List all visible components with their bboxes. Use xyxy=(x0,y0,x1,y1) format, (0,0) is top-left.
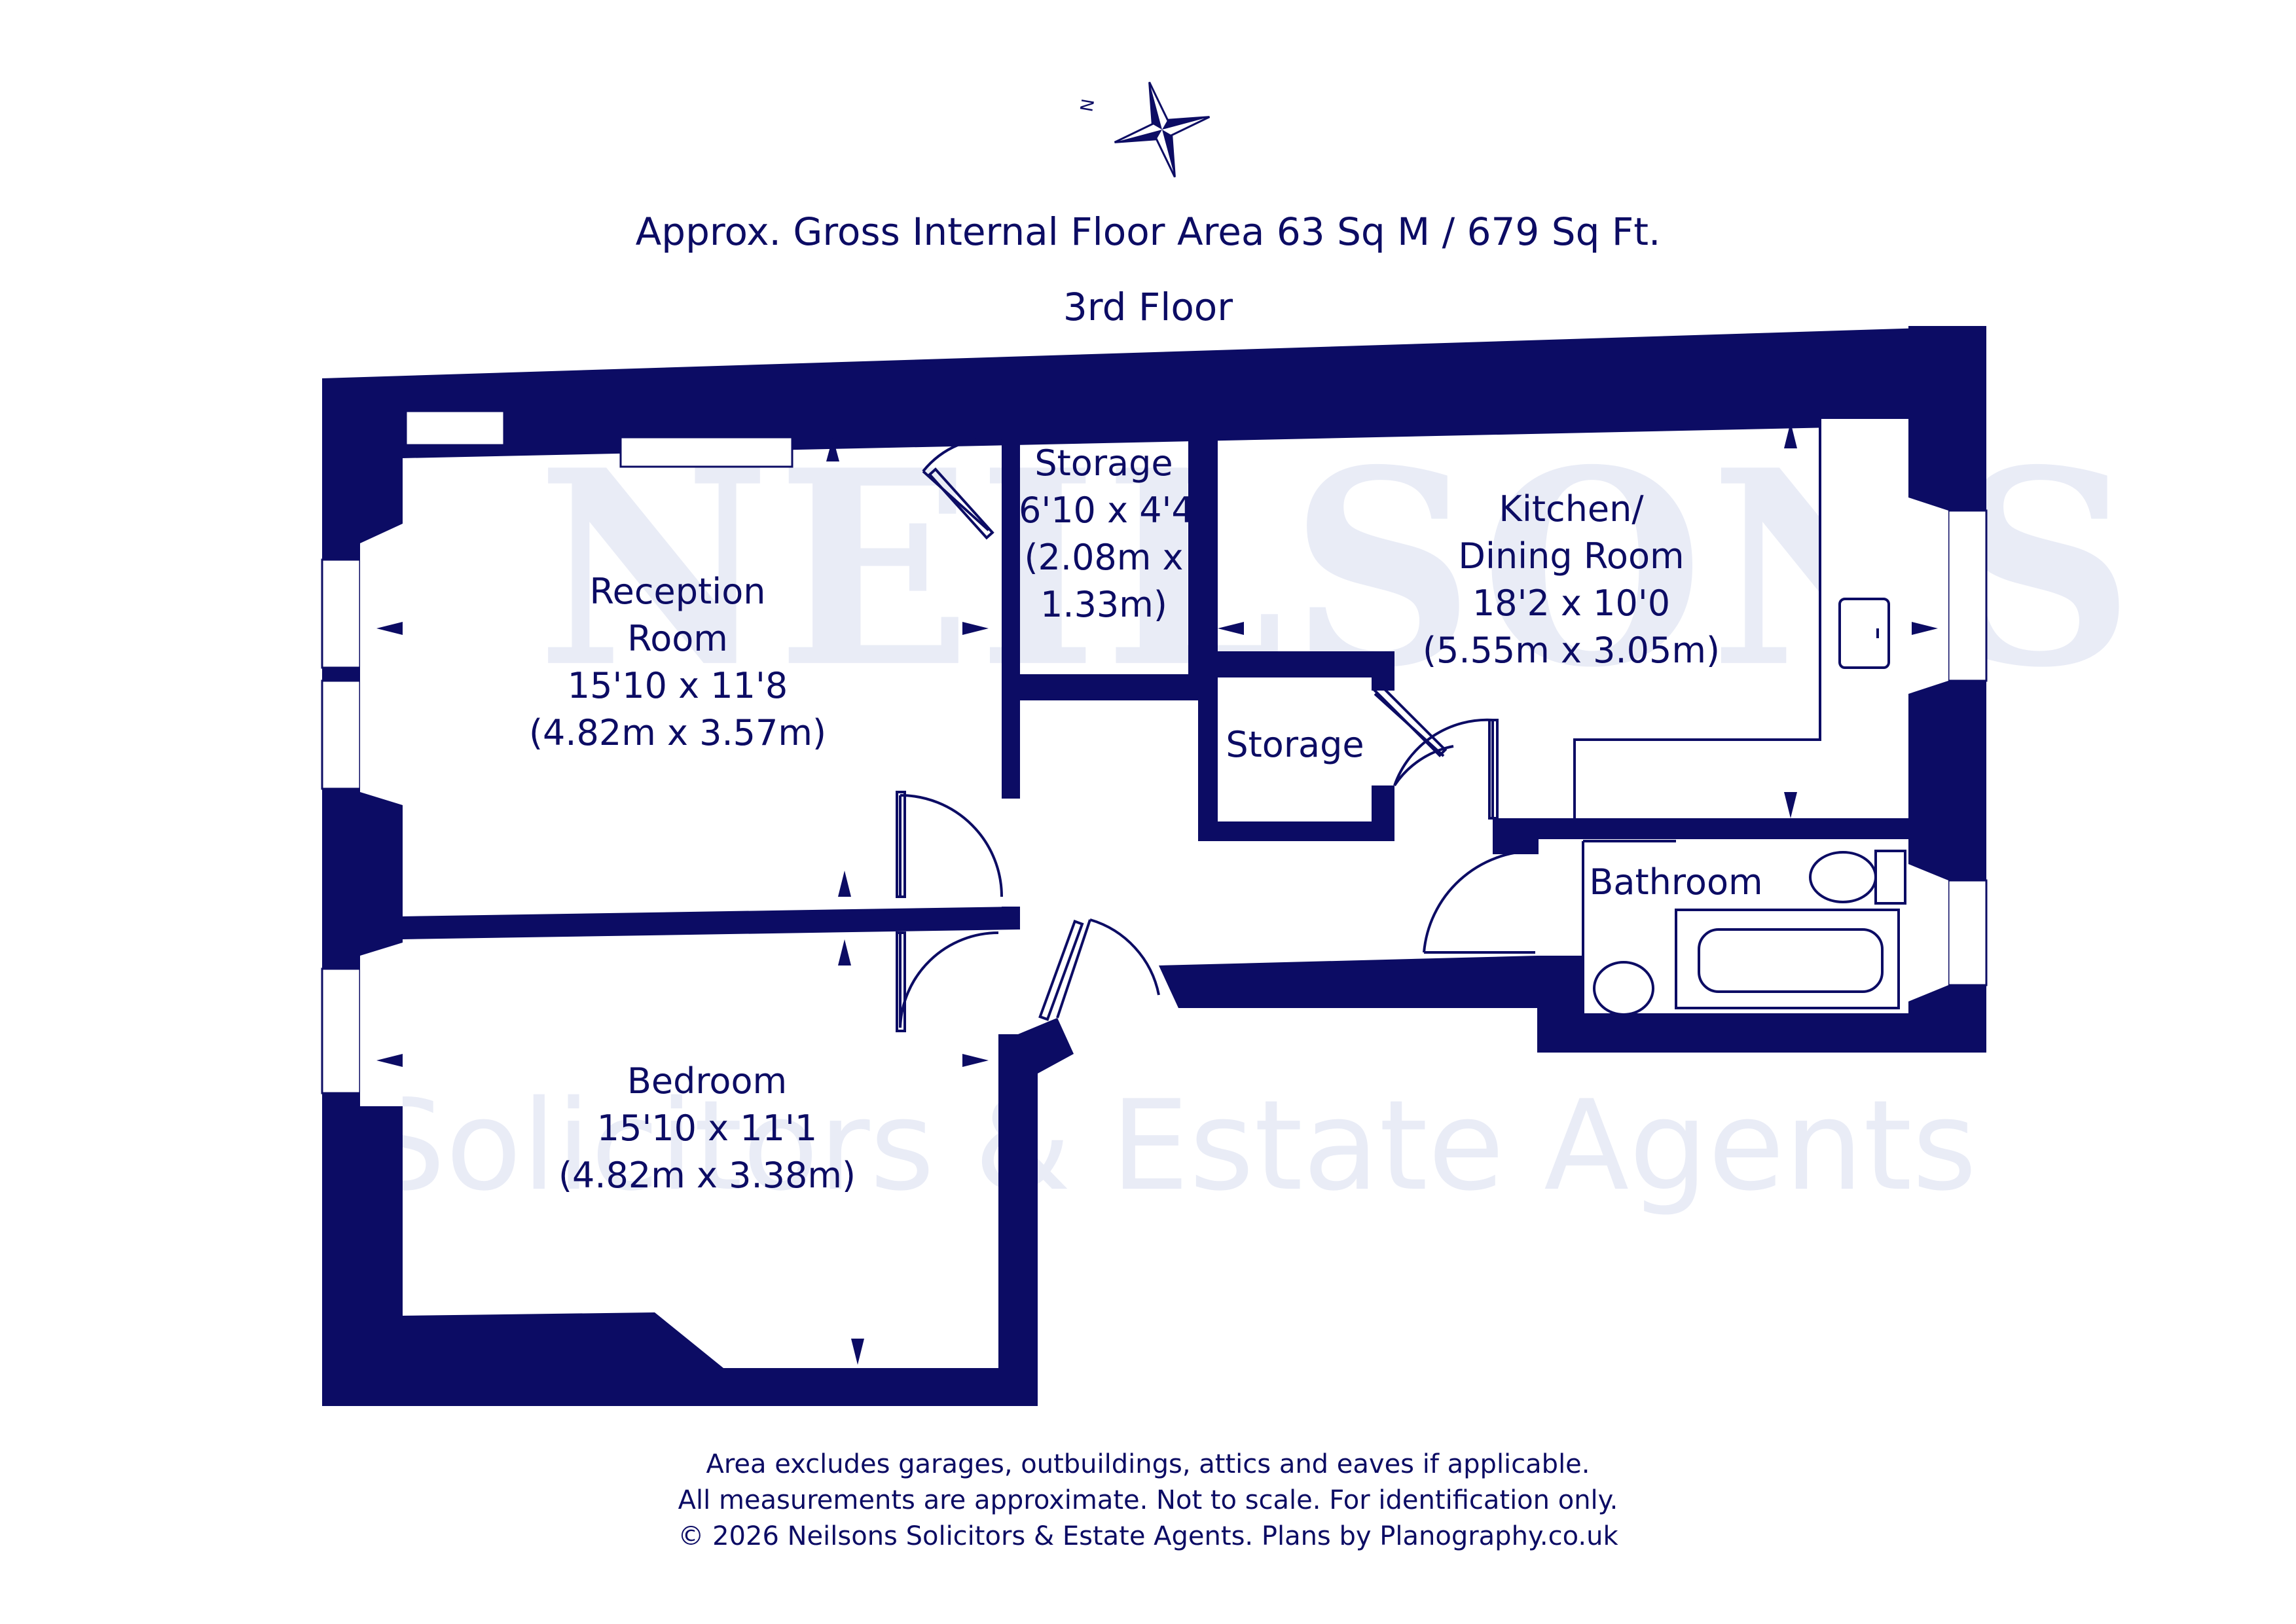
wall-reception-bedroom xyxy=(403,907,1018,939)
storage2-name: Storage xyxy=(1226,724,1364,765)
kitchen-sink-icon xyxy=(1838,598,1890,669)
door-storage1 xyxy=(922,437,1002,532)
door-corridor xyxy=(1056,918,1160,1019)
door-bedroom xyxy=(899,931,999,1028)
fireplace-top-left xyxy=(405,410,505,446)
footer-line-1: Area excludes garages, outbuildings, att… xyxy=(706,1449,1590,1479)
wall-storage2-left xyxy=(1198,651,1218,838)
window-reception-2 xyxy=(321,679,361,790)
wall-reception-right-lower xyxy=(1002,907,1020,929)
window-reception-1 xyxy=(321,558,361,669)
compass-rose-icon xyxy=(1114,81,1211,178)
wall-bath-top-left xyxy=(1493,818,1539,854)
footer-line-2: All measurements are approximate. Not to… xyxy=(678,1485,1618,1515)
wall-reception-right-upper xyxy=(1002,393,1020,799)
door-bathroom xyxy=(1423,849,1536,954)
room-label-storage1: Storage 6'10 x 4'4 (2.08m x 1.33m) xyxy=(1019,440,1194,628)
door-reception xyxy=(899,794,1003,897)
door-storage2 xyxy=(1374,693,1454,787)
room-label-reception: Reception Room 15'10 x 11'8 (4.82m x 3.5… xyxy=(524,568,831,757)
door-kitchen xyxy=(1393,718,1494,818)
bedroom-imperial: 15'10 x 11'1 xyxy=(596,1108,818,1149)
reception-imperial: 15'10 x 11'8 xyxy=(567,665,788,706)
wall-storage2-bottom xyxy=(1198,821,1394,841)
wall-bedroom-jamb xyxy=(1018,1018,1074,1074)
radiator-reception xyxy=(619,436,793,468)
reception-metric: (4.82m x 3.57m) xyxy=(528,712,827,753)
footer-disclaimer: Area excludes garages, outbuildings, att… xyxy=(0,1447,2296,1555)
watermark-tagline: Solicitors & Estate Agents xyxy=(367,1074,1977,1218)
kitchen-worktop-area xyxy=(1820,419,1908,740)
wall-kitchen-left xyxy=(1198,393,1218,651)
window-kitchen xyxy=(1947,509,1988,682)
room-label-bathroom: Bathroom xyxy=(1578,859,1774,906)
bedroom-metric: (4.82m x 3.38m) xyxy=(558,1155,856,1196)
storage1-name: Storage xyxy=(1034,442,1173,484)
kitchen-imperial: 18'2 x 10'0 xyxy=(1472,583,1671,624)
compass-label: N xyxy=(1077,98,1099,113)
bathroom-name: Bathroom xyxy=(1589,861,1763,903)
bedroom-name: Bedroom xyxy=(627,1060,788,1102)
floor-area-title: Approx. Gross Internal Floor Area 63 Sq … xyxy=(635,209,1661,254)
wall-storage2-right-bottom xyxy=(1372,785,1394,841)
wall-storage1-left-top xyxy=(1002,393,1020,439)
wall-bedroom-bottom xyxy=(322,1312,998,1406)
room-label-kitchen: Kitchen/ Dining Room 18'2 x 10'0 (5.55m … xyxy=(1414,486,1728,674)
reception-name-line2: Room xyxy=(627,618,728,659)
kitchen-name-line2: Dining Room xyxy=(1458,535,1685,577)
wall-bedroom-right xyxy=(998,1034,1038,1406)
wall-top xyxy=(322,326,1986,458)
footer-line-3: © 2026 Neilsons Solicitors & Estate Agen… xyxy=(678,1521,1618,1551)
kitchen-metric: (5.55m x 3.05m) xyxy=(1422,630,1721,671)
wall-bathroom-bottom xyxy=(1537,1013,1986,1053)
wall-kitchen-bottom xyxy=(1493,818,1922,839)
reception-name-line1: Reception xyxy=(589,571,766,612)
wall-storage2-top xyxy=(1198,651,1375,677)
room-label-storage2: Storage xyxy=(1219,721,1371,768)
wall-storage1-bottom xyxy=(1002,674,1198,700)
bath-icon xyxy=(1675,909,1900,1009)
wall-corridor-bottom xyxy=(1159,956,1537,1008)
window-bathroom xyxy=(1947,879,1988,986)
wall-storage2-right-top xyxy=(1372,651,1394,691)
storage1-imperial: 6'10 x 4'4 xyxy=(1019,490,1194,531)
toilet-icon xyxy=(1809,851,1877,903)
window-bedroom xyxy=(321,967,361,1094)
storage1-metric-line1: (2.08m x xyxy=(1024,537,1184,578)
floor-label: 3rd Floor xyxy=(1063,285,1233,329)
room-label-bedroom: Bedroom 15'10 x 11'1 (4.82m x 3.38m) xyxy=(543,1058,871,1199)
kitchen-worktop xyxy=(1573,419,1821,818)
basin-icon xyxy=(1593,961,1654,1016)
storage1-metric-line2: 1.33m) xyxy=(1040,584,1167,625)
kitchen-name-line1: Kitchen/ xyxy=(1499,488,1644,530)
